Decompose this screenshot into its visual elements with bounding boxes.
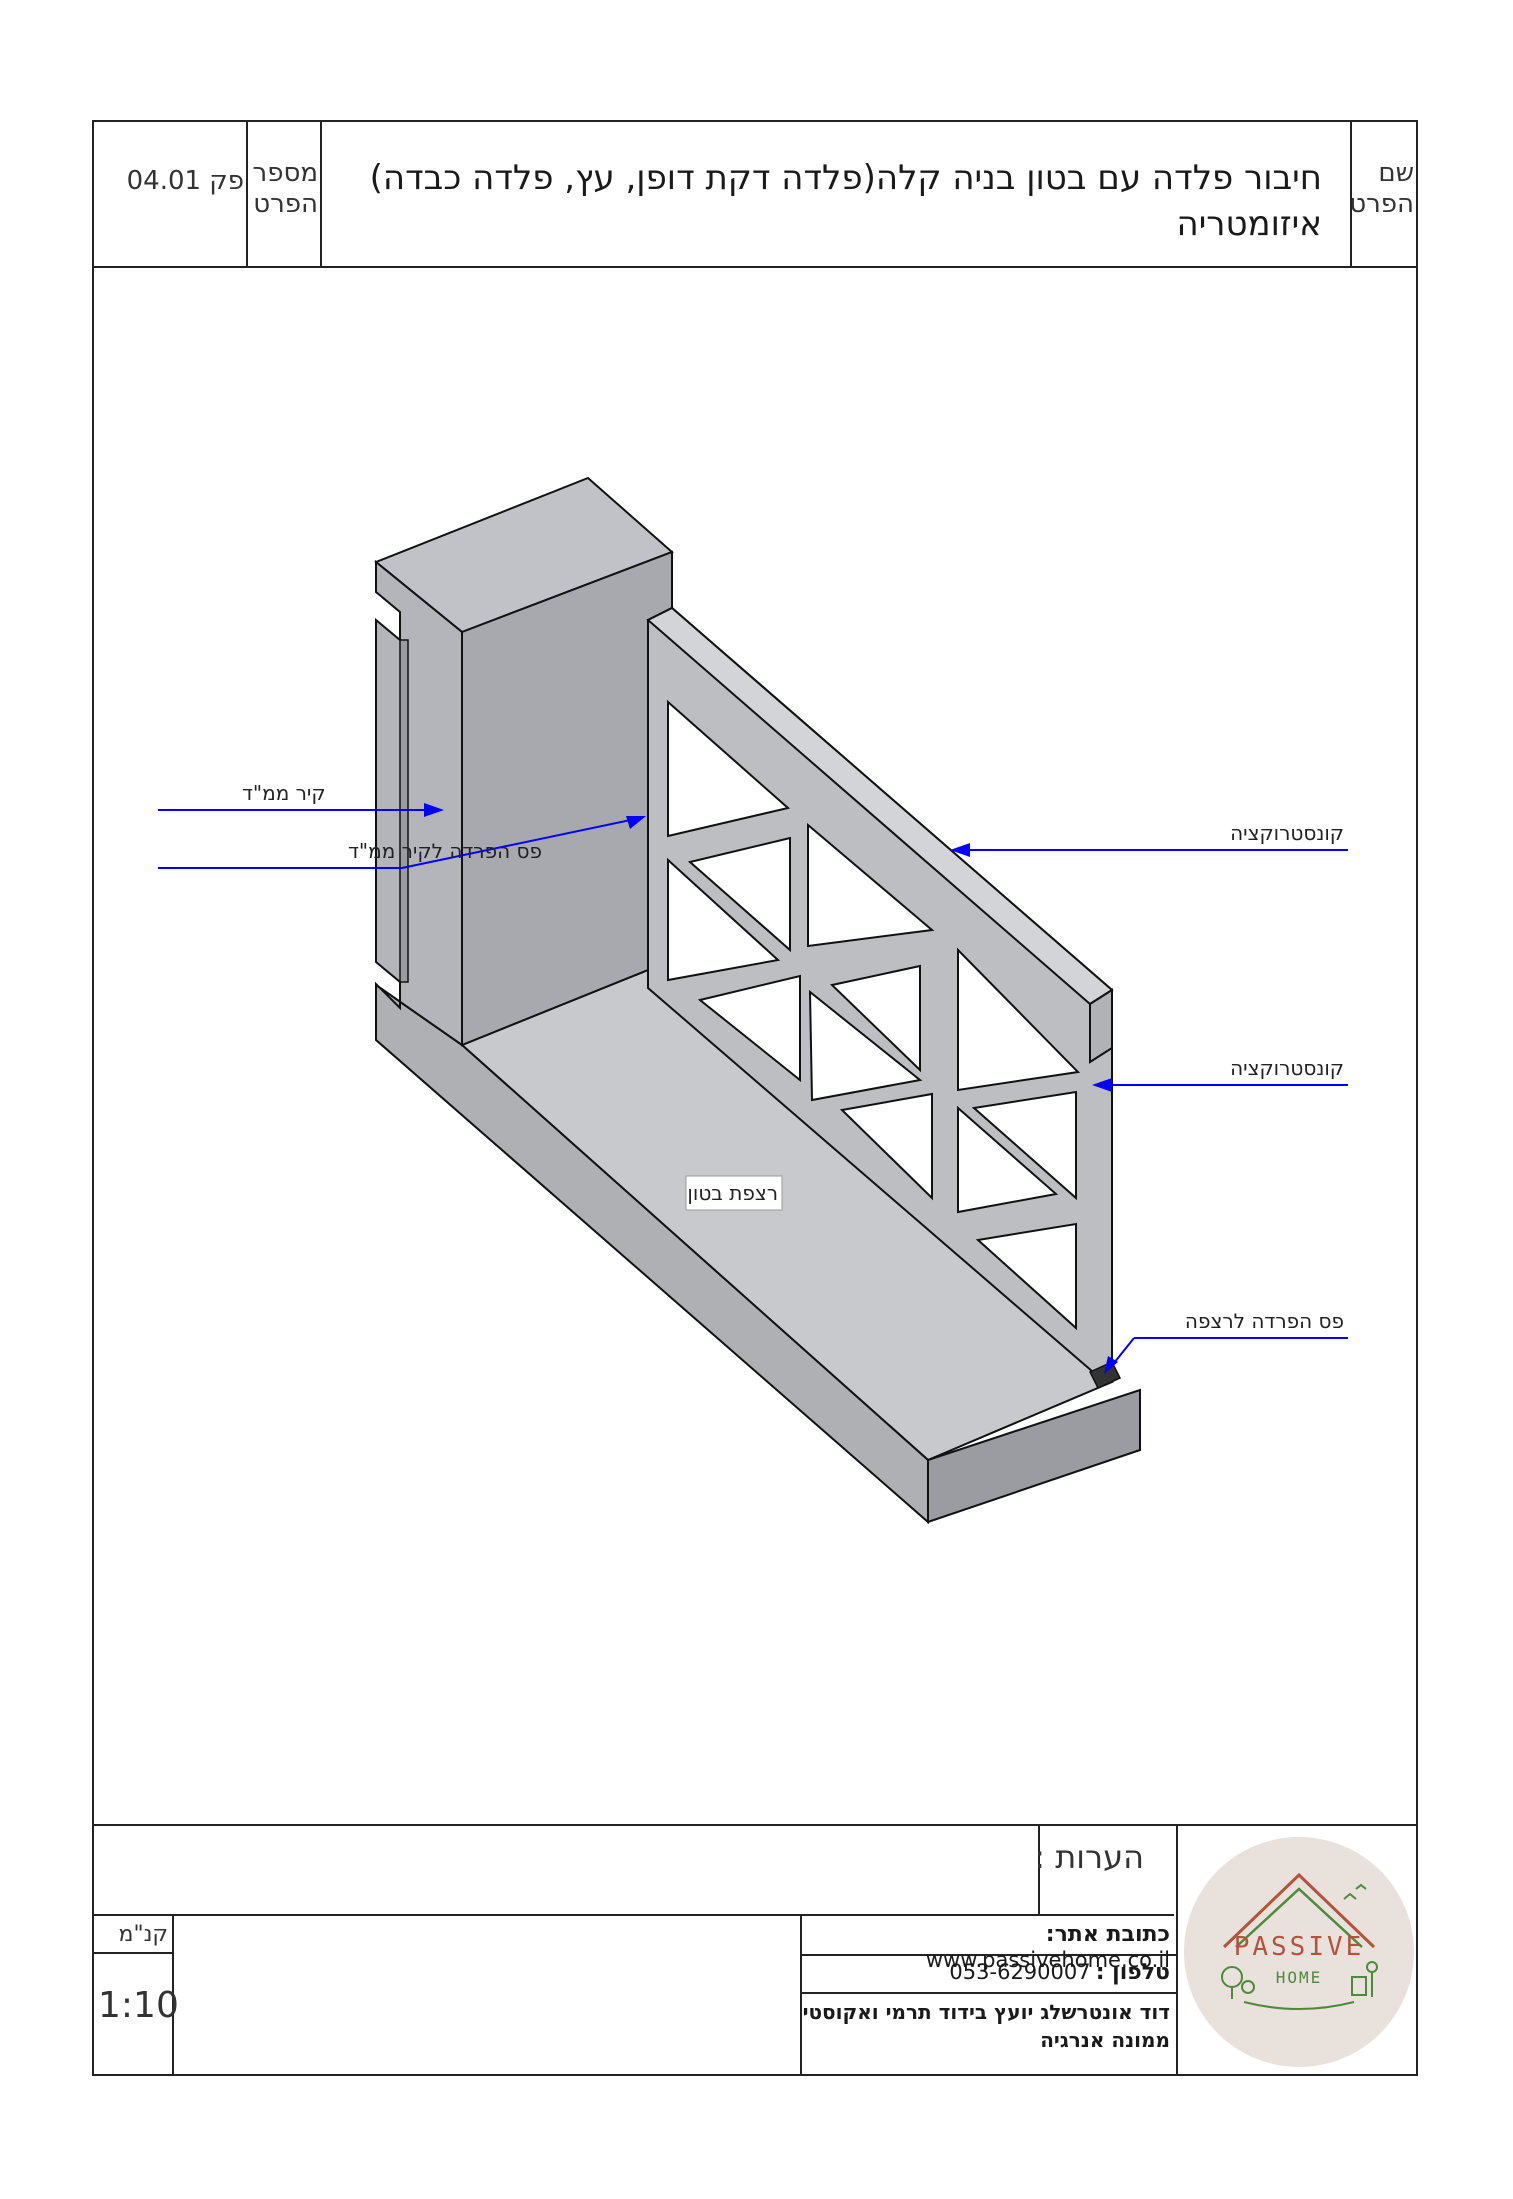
annotation-arrowheads <box>424 803 1118 1374</box>
phone-value: 053-6290007 <box>949 1960 1091 1984</box>
phone-label: טלפון : <box>1095 1960 1170 1985</box>
detail-number-label: מספר הפרט <box>252 158 318 220</box>
label-floor-box <box>685 1175 783 1211</box>
footer-col-divider <box>1038 1824 1040 1916</box>
footer-col-divider <box>800 1914 802 2074</box>
header-col-divider <box>320 122 322 268</box>
label-wall-separation: פס הפרדה לקיר ממ"ד <box>348 839 542 863</box>
notes-label: הערות : <box>1034 1838 1144 1876</box>
label-construction-side: קונסטרוקציה <box>1230 1056 1344 1080</box>
consultant-line1: דוד אונטרשלג יועץ בידוד תרמי ואקוסטי <box>802 2000 1170 2024</box>
footer-row-divider <box>800 1954 1176 1956</box>
scale-label: קנ"מ <box>118 1922 168 1947</box>
scale-divider <box>94 1952 174 1954</box>
detail-number: פק 04.01 <box>126 166 244 196</box>
website-link[interactable]: www.passivehome.co.il <box>925 1948 1170 1973</box>
house-logo-icon: PASSIVE HOME <box>1221 1872 1378 2010</box>
phone-row: טלפון : 053-6290007 <box>800 1960 1170 1986</box>
footer-divider <box>94 1914 1174 1916</box>
scale-value: 1:10 <box>98 1985 179 2026</box>
drawing-sheet: שם הפרט חיבור פלדה עם בטון בניה קלה(פלדה… <box>92 120 1418 2076</box>
annotation-leaders <box>158 809 1348 1369</box>
consultant-line2: ממונה אנרגיה <box>1040 2028 1170 2052</box>
header-divider <box>94 266 1416 268</box>
website-row: כתובת אתר: www.passivehome.co.il <box>800 1922 1170 1974</box>
frame-openings <box>667 699 1081 1331</box>
footer-row-divider <box>800 1992 1176 1994</box>
detail-title-line2: איזומטריה <box>1176 204 1322 244</box>
footer-col-divider <box>172 1914 174 2074</box>
label-floor-separation: פס הפרדה לרצפה <box>1185 1309 1344 1333</box>
wall-side <box>375 559 463 1047</box>
logo-text-bottom: HOME <box>1276 1968 1323 1987</box>
detail-name-label: שם הפרט <box>1349 158 1414 220</box>
company-logo: PASSIVE HOME <box>1184 1837 1414 2067</box>
label-construction-top: קונסטרוקציה <box>1230 821 1344 845</box>
footer-col-divider <box>1176 1824 1178 2074</box>
frame-top-beam-end <box>1089 988 1113 1064</box>
label-concrete-floor: רצפת בטון <box>687 1181 778 1205</box>
floor-separation-strip <box>1088 1361 1122 1389</box>
footer-divider <box>94 1824 1416 1826</box>
header-col-divider <box>1350 122 1352 268</box>
label-wall: קיר ממ"ד <box>242 781 326 805</box>
detail-title-line1: חיבור פלדה עם בטון בניה קלה(פלדה דקת דופ… <box>369 158 1322 198</box>
logo-text-top: PASSIVE <box>1234 1932 1365 1962</box>
header-col-divider <box>246 122 248 268</box>
website-label: כתובת אתר: <box>1045 1922 1170 1947</box>
concrete-floor-end <box>927 1388 1141 1524</box>
wall-face <box>461 550 673 1047</box>
